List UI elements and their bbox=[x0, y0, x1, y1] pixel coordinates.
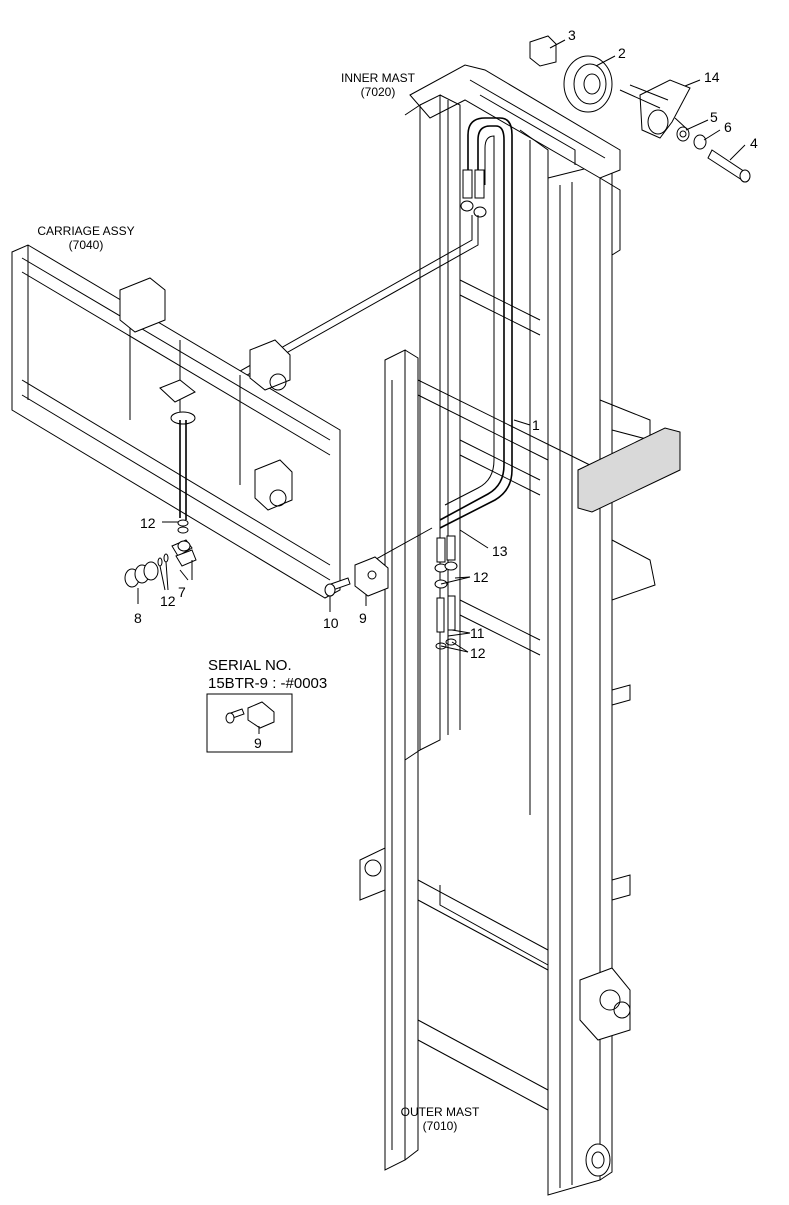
callout-12-fitting: 12 bbox=[160, 593, 176, 609]
callout-5: 5 bbox=[710, 109, 718, 125]
callout-6: 6 bbox=[724, 119, 732, 135]
carriage-assy-label: CARRIAGE ASSY bbox=[37, 224, 134, 238]
carriage-assy bbox=[11, 244, 341, 599]
callout-2: 2 bbox=[618, 45, 626, 61]
callout-4: 4 bbox=[750, 135, 758, 151]
callout-1: 1 bbox=[532, 417, 540, 433]
callout-9: 9 bbox=[359, 610, 367, 626]
serial-inset: SERIAL NO. 15BTR-9 : -#0003 9 bbox=[206, 657, 327, 753]
inner-mast bbox=[404, 64, 621, 820]
callout-12-carriage: 12 bbox=[140, 515, 156, 531]
serial-inset-box bbox=[206, 693, 293, 753]
callout-10: 10 bbox=[323, 615, 339, 631]
callout-12-lower: 12 bbox=[470, 645, 486, 661]
callout-7: 7 bbox=[178, 584, 186, 600]
fitting-parts bbox=[124, 539, 389, 597]
callout-8: 8 bbox=[134, 610, 142, 626]
serial-range: 15BTR-9 : -#0003 bbox=[208, 675, 327, 692]
serial-title: SERIAL NO. bbox=[208, 657, 292, 674]
callout-14: 14 bbox=[704, 69, 720, 85]
callout-11: 11 bbox=[470, 625, 485, 641]
outer-mast-label: OUTER MAST bbox=[401, 1105, 480, 1119]
hose-assembly bbox=[179, 117, 513, 650]
roller-parts bbox=[529, 35, 751, 183]
inner-mast-label: INNER MAST bbox=[341, 71, 416, 85]
callout-3: 3 bbox=[568, 27, 576, 43]
inner-mast-code: (7020) bbox=[361, 85, 396, 99]
outer-mast bbox=[359, 164, 681, 1196]
leader-lines bbox=[137, 39, 746, 653]
carriage-assy-code: (7040) bbox=[69, 238, 104, 252]
serial-callout-9: 9 bbox=[254, 735, 262, 751]
callout-12-upper: 12 bbox=[473, 569, 489, 585]
callout-13: 13 bbox=[492, 543, 508, 559]
outer-mast-code: (7010) bbox=[423, 1119, 458, 1133]
